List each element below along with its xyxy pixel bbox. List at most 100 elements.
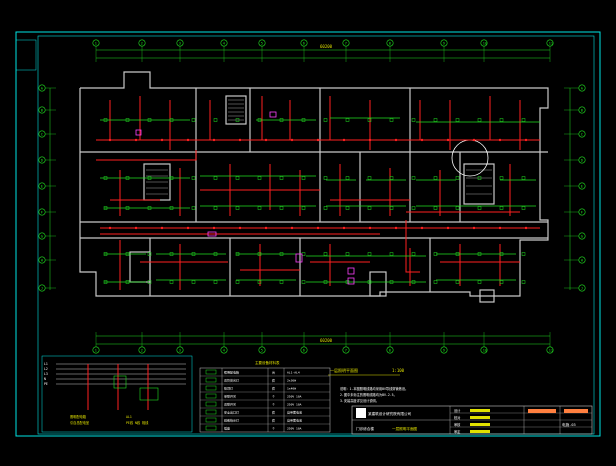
- magenta-symbols: [135, 111, 355, 285]
- distribution-note-2: 引自总配电室: [70, 420, 89, 425]
- bottom-axis-7-label: 7: [345, 348, 347, 352]
- legend-row-4-name: 双联开关: [224, 402, 236, 407]
- bottom-axis-8-label: 8: [389, 348, 391, 352]
- legend-row-6-name: 疏散指示灯: [224, 418, 239, 423]
- bottom-axis-11-label: 11: [549, 348, 553, 352]
- lighting-circuits: [100, 117, 540, 283]
- right-axis-J-label: J: [581, 286, 583, 290]
- top-axis-7-label: 7: [345, 41, 347, 45]
- legend-row-1-name: 双管荧光灯: [224, 378, 239, 383]
- title-field-0: 设计: [454, 408, 461, 413]
- legend-row-5-unit: 套: [272, 410, 275, 415]
- bottom-axis-10-label: 10: [483, 348, 487, 352]
- building-walls: [79, 71, 549, 303]
- right-axis-C-label: C: [581, 132, 583, 136]
- round-room-circle: [451, 139, 489, 177]
- legend-row-3-spec: 250V 10A: [287, 395, 302, 399]
- legend-row-6-spec: 自带蓄电池: [287, 418, 302, 423]
- light-fixtures: [103, 118, 528, 284]
- legend-row-2-spec: 1x40W: [287, 387, 296, 391]
- right-axis-E-label: E: [581, 184, 583, 188]
- plan-scale: 1:100: [392, 368, 405, 373]
- legend-row-5-name: 安全出口灯: [224, 410, 239, 415]
- top-dimension-chain: [96, 49, 550, 59]
- legend-row-5-spec: 自带蓄电池: [287, 410, 302, 415]
- sheet-inner-border: [37, 35, 595, 435]
- legend-row-1-spec: 2x36W: [287, 379, 296, 383]
- top-axis-8-label: 8: [389, 41, 391, 45]
- top-axis-2-label: 2: [141, 41, 143, 45]
- top-total-dimension: 60200: [320, 44, 333, 49]
- legend-row-3-unit: 个: [272, 395, 275, 399]
- legend-row-6-unit: 套: [272, 418, 275, 423]
- distribution-note-1: AL1: [126, 415, 132, 419]
- legend-row-0-unit: 台: [272, 370, 275, 375]
- distribution-note-3: PE线 N线 相线: [126, 420, 149, 425]
- top-axis-11-label: 11: [549, 41, 553, 45]
- left-axis-G-label: G: [41, 234, 43, 238]
- right-axis-bubbles: A B C D E F G H J: [564, 84, 586, 292]
- top-axis-5-label: 5: [261, 41, 263, 45]
- top-axis-10-label: 10: [483, 41, 487, 45]
- legend-row-1-unit: 套: [272, 378, 275, 383]
- right-axis-D-label: D: [581, 158, 583, 162]
- general-note-0: 说明：1.本图照明线路均采用BV导线穿管敷设。: [340, 386, 408, 391]
- left-axis-H-label: H: [41, 258, 43, 262]
- power-circuits: [96, 96, 540, 290]
- left-axis-B-label: B: [41, 108, 43, 112]
- left-axis-E-label: E: [41, 184, 43, 188]
- bottom-axis-3-label: 3: [179, 348, 181, 352]
- title-drawing-name: 一层照明平面图: [392, 426, 418, 431]
- bottom-axis-6-label: 6: [303, 348, 305, 352]
- legend-row-3-name: 单联开关: [224, 394, 236, 399]
- sheet-border: [15, 31, 601, 437]
- legend-row-0-spec: AL1-AL4: [287, 371, 300, 375]
- right-axis-G-label: G: [581, 234, 583, 238]
- distribution-note-0: 照明配电箱: [70, 414, 87, 419]
- bottom-total-dimension: 60200: [320, 338, 333, 343]
- top-axis-3-label: 3: [179, 41, 181, 45]
- title-project: 门诊综合楼: [356, 426, 374, 431]
- left-axis-D-label: D: [41, 158, 43, 162]
- bottom-axis-1-label: 1: [95, 348, 97, 352]
- bottom-dimension-chain: [96, 335, 550, 345]
- left-axis-C-label: C: [41, 132, 43, 136]
- phase-label-l3: L3: [44, 372, 48, 376]
- title-sheet-no: 电施-03: [562, 422, 576, 427]
- binding-strip: [15, 39, 37, 71]
- top-axis-4-label: 4: [223, 41, 225, 45]
- bottom-axis-bubbles: 1 2 3 4 5 6 7 8 9 10 11: [92, 332, 554, 354]
- general-note-1: 2.图中未标注的照明线路均为BV-2.5。: [340, 392, 397, 397]
- right-axis-A-label: A: [581, 86, 584, 90]
- right-axis-F-label: F: [581, 210, 583, 214]
- bottom-axis-2-label: 2: [141, 348, 143, 352]
- legend-row-0-name: 照明配电箱: [224, 370, 239, 375]
- general-note-2: 3.安装高度详见设计说明。: [340, 398, 379, 403]
- bottom-axis-9-label: 9: [443, 348, 445, 352]
- bottom-axis-4-label: 4: [223, 348, 225, 352]
- legend-row-7-spec: 250V 10A: [287, 427, 302, 431]
- left-axis-J-label: J: [41, 286, 43, 290]
- right-axis-B-label: B: [581, 108, 583, 112]
- title-field-3: 审定: [454, 429, 461, 434]
- plan-title: 一层照明平面图: [330, 367, 358, 373]
- general-notes: 说明：1.本图照明线路均采用BV导线穿管敷设。2.图中未标注的照明线路均为BV-…: [340, 386, 408, 403]
- phase-label-n: N: [44, 377, 46, 381]
- left-axis-F-label: F: [41, 210, 43, 214]
- legend-row-4-unit: 个: [272, 403, 275, 407]
- stair-hatch: [146, 99, 492, 195]
- legend-row-2-unit: 套: [272, 386, 275, 391]
- top-axis-1-label: 1: [95, 41, 97, 45]
- phase-label-l1: L1: [44, 362, 48, 366]
- legend-row-7-unit: 个: [272, 427, 275, 431]
- legend-row-2-name: 吸顶灯: [224, 386, 233, 391]
- bottom-axis-5-label: 5: [261, 348, 263, 352]
- legend-row-7-name: 插座: [224, 426, 230, 431]
- right-axis-H-label: H: [581, 258, 583, 262]
